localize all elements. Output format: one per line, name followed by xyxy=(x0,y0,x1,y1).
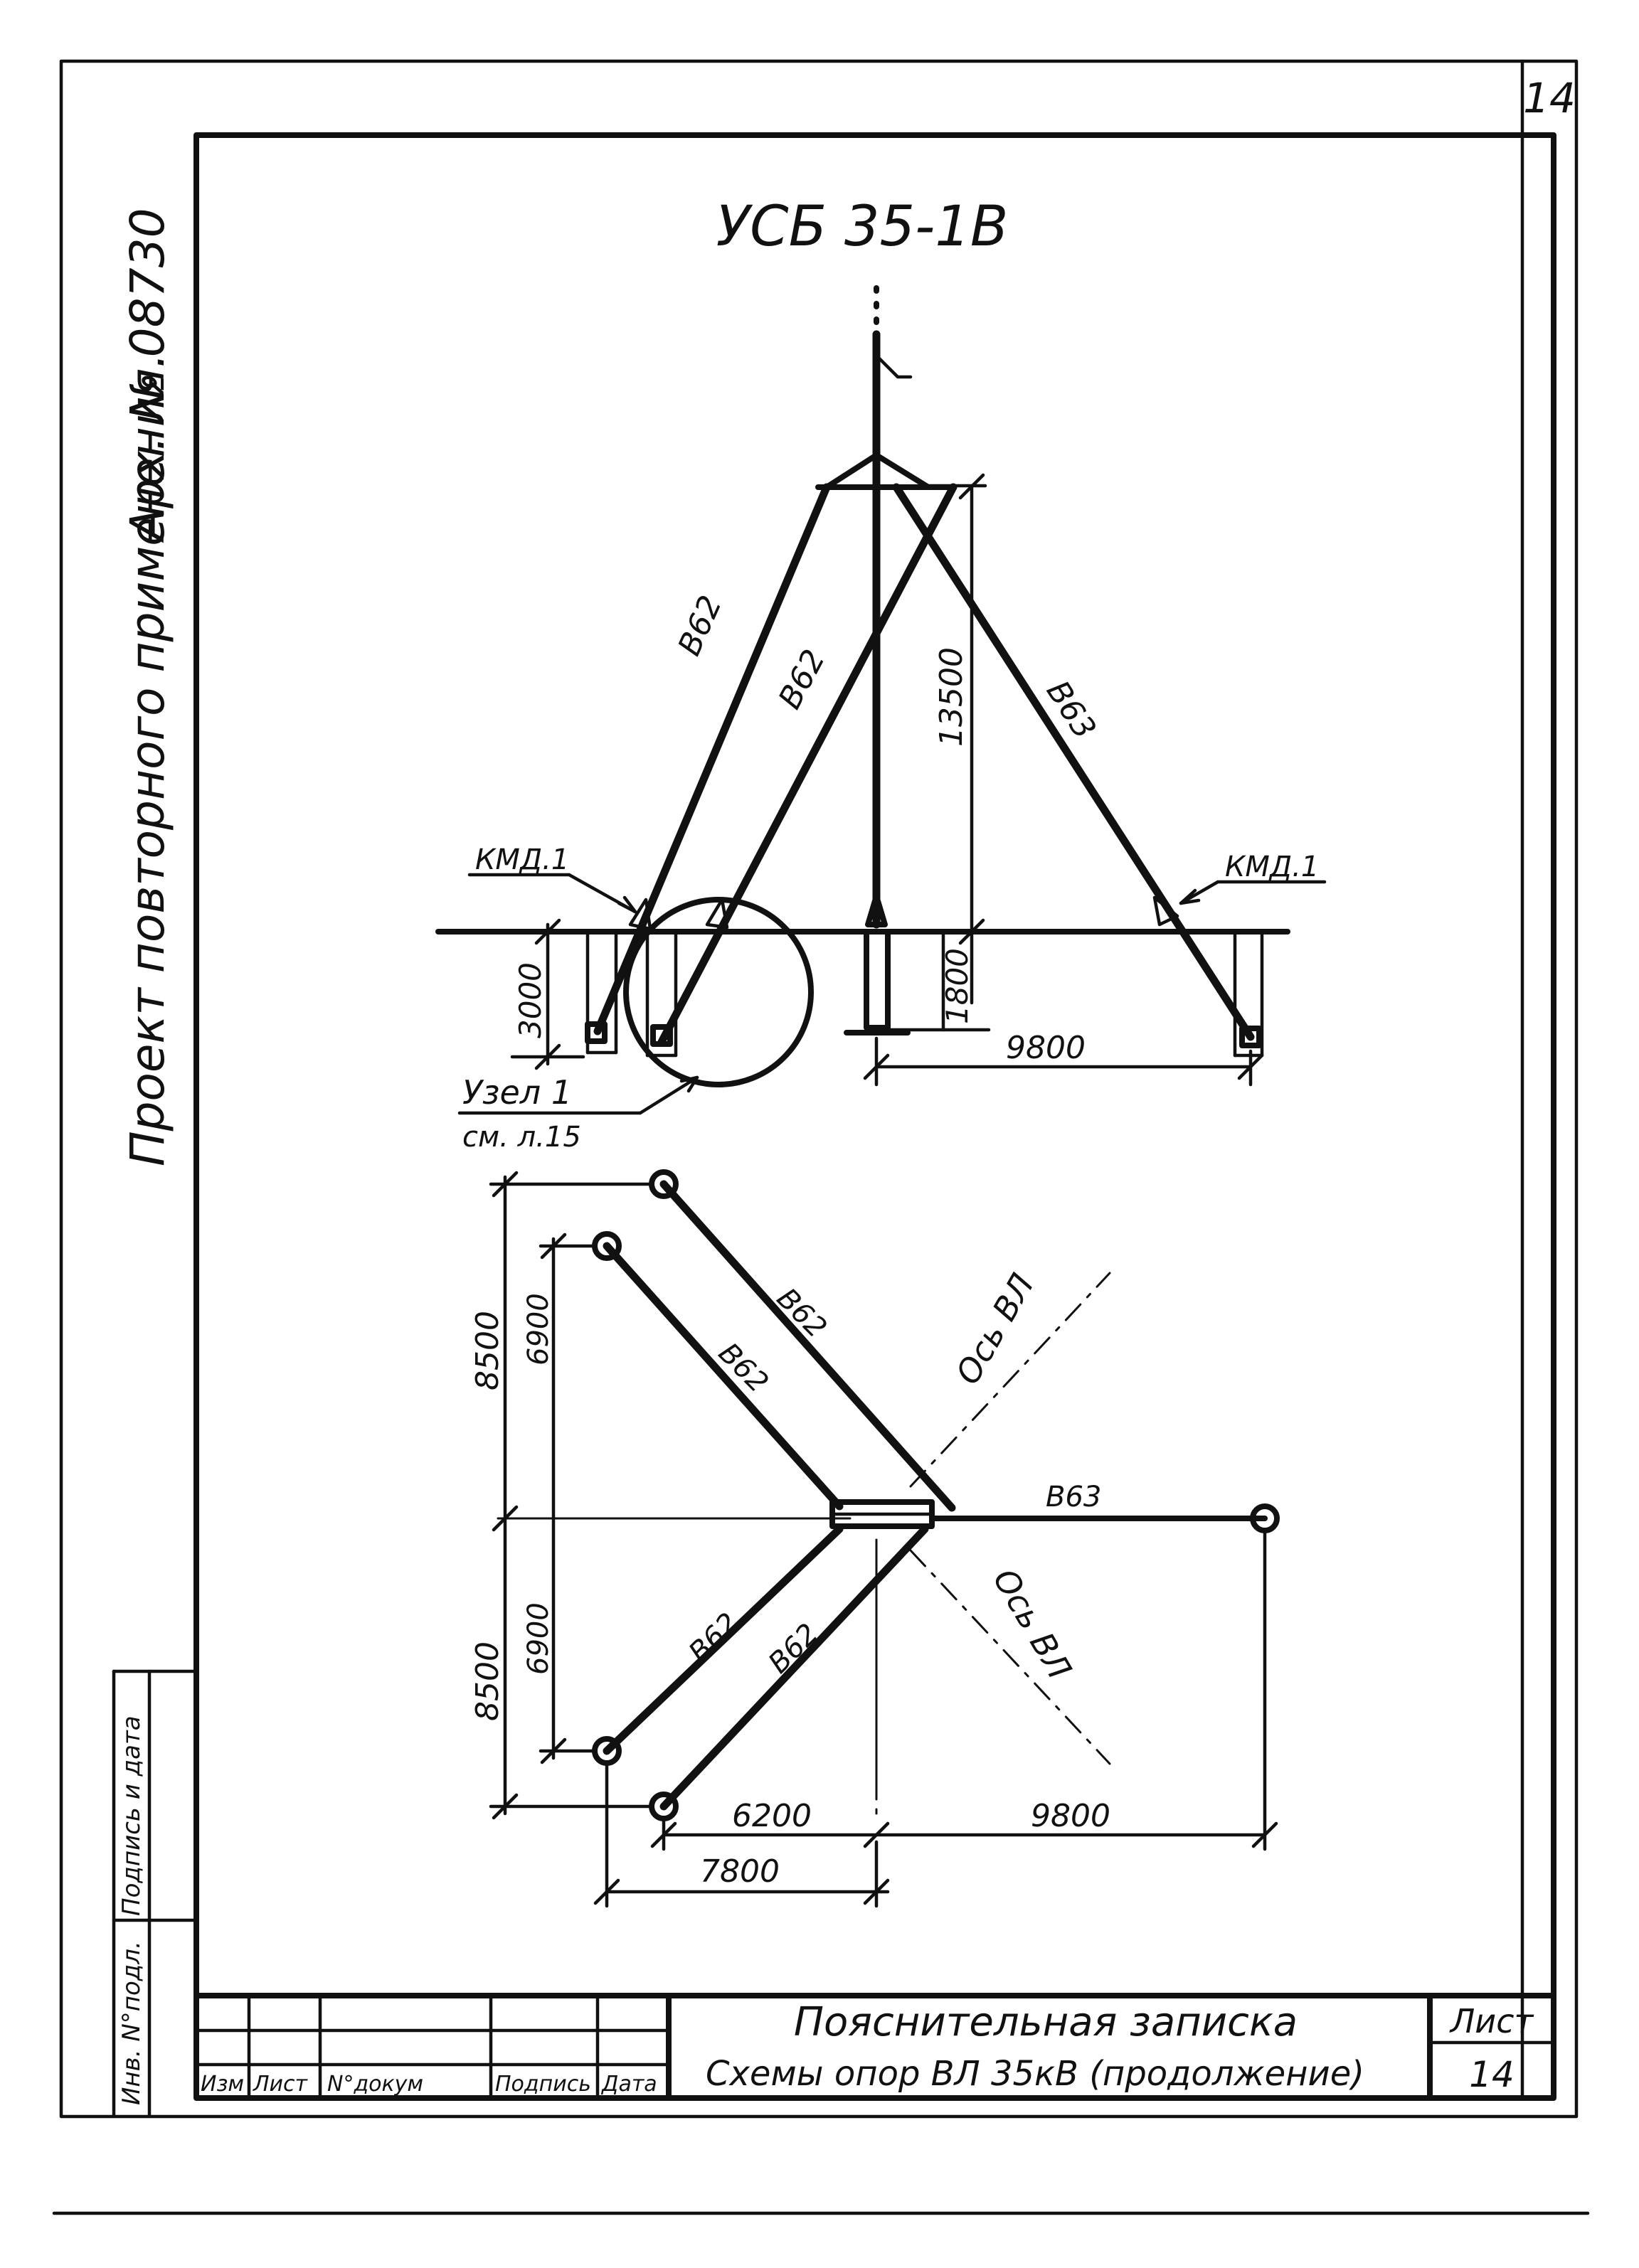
node-1-circle xyxy=(623,897,814,1087)
dim-height-13500: 13500 xyxy=(933,647,970,747)
side-archive-number: Арх. № 08730 xyxy=(120,208,175,543)
doc-title: Пояснительная записка xyxy=(794,1999,1298,2045)
side-inv-no: Инв. N°подл. xyxy=(117,1941,146,2105)
plan-view: Ось ВЛ Ось ВЛ В62 В62 В63 В62 В62 8500 8… xyxy=(470,1169,1280,1908)
plan-brace-upper-inner xyxy=(603,1242,844,1511)
side-stamp: Подпись и дата Инв. N°подл. xyxy=(112,1669,198,2118)
sheet-frame xyxy=(59,59,1579,2119)
doc-subtitle: Схемы опор ВЛ 35кВ (продолжение) xyxy=(706,2054,1364,2094)
dim-upper-inner-6900: 6900 xyxy=(522,1293,555,1365)
brace-left-1-label: В62 xyxy=(671,590,729,661)
node-1-ref: см. л.15 xyxy=(462,1121,581,1154)
brace-left-2-label: В62 xyxy=(772,644,832,715)
anchor-right xyxy=(1239,1026,1262,1048)
dim-lower-inner-6900: 6900 xyxy=(522,1602,555,1675)
dim-lower-outer-8500: 8500 xyxy=(470,1641,506,1721)
axis-lower-label: Ось ВЛ xyxy=(985,1562,1078,1686)
dim-upper-outer-8500: 8500 xyxy=(470,1311,506,1390)
brace-left-2 xyxy=(657,483,958,1046)
axis-upper-line xyxy=(909,1272,1111,1488)
col-doc: N°докум xyxy=(327,2072,423,2097)
sheet-number: 14 xyxy=(1469,2054,1515,2095)
anchor-left-2 xyxy=(650,1024,673,1047)
col-izm: Изм xyxy=(201,2072,244,2097)
plan-brace-right-label: В63 xyxy=(1046,1481,1101,1513)
plan-brace-upper-inner-label: В62 xyxy=(712,1337,775,1400)
dim-bottom-right-9800: 9800 xyxy=(1031,1798,1110,1834)
elevation-view: В62 В62 В63 13500 1800 3000 9800 КМД.1 xyxy=(435,285,1327,1154)
brace-right xyxy=(892,483,1255,1041)
col-date: Дата xyxy=(600,2072,657,2097)
axis-lower-line xyxy=(909,1549,1111,1765)
axis-upper-label: Ось ВЛ xyxy=(948,1267,1041,1391)
sheet-label: Лист xyxy=(1449,2002,1534,2040)
dim-bottom-6200: 6200 xyxy=(732,1798,812,1834)
dim-span-9800: 9800 xyxy=(1006,1030,1086,1066)
pole-top-fitting xyxy=(874,353,913,379)
plan-brace-lower-outer xyxy=(659,1525,929,1811)
side-project-text: Проект повторного применения. xyxy=(120,353,175,1166)
col-sign: Подпись xyxy=(495,2072,591,2097)
anchor-left-label: КМД.1 xyxy=(475,843,569,876)
dim-bottom-7800: 7800 xyxy=(700,1853,780,1890)
plan-brace-lower-inner xyxy=(603,1525,844,1755)
col-list: Лист xyxy=(253,2072,309,2097)
corner-sheet-number: 14 xyxy=(1523,74,1576,122)
dim-depth-1800: 1800 xyxy=(940,948,975,1024)
title-block: Изм Лист N°докум Подпись Дата Пояснитель… xyxy=(193,1993,1556,2101)
plan-brace-lower-inner-label: В62 xyxy=(683,1607,746,1669)
side-sign-date: Подпись и дата xyxy=(117,1715,146,1916)
plan-brace-upper-outer-label: В62 xyxy=(770,1282,833,1345)
dim-depth-3000: 3000 xyxy=(513,962,548,1038)
anchor-right-label: КМД.1 xyxy=(1225,851,1319,883)
node-1-label: Узел 1 xyxy=(462,1073,572,1112)
drawing-title: УСБ 35-1В xyxy=(716,195,1009,259)
plan-brace-upper-outer xyxy=(659,1180,956,1512)
brace-right-label: В63 xyxy=(1039,674,1103,745)
brace-left-1 xyxy=(593,483,831,1035)
plan-brace-lower-outer-label: В62 xyxy=(763,1617,825,1680)
